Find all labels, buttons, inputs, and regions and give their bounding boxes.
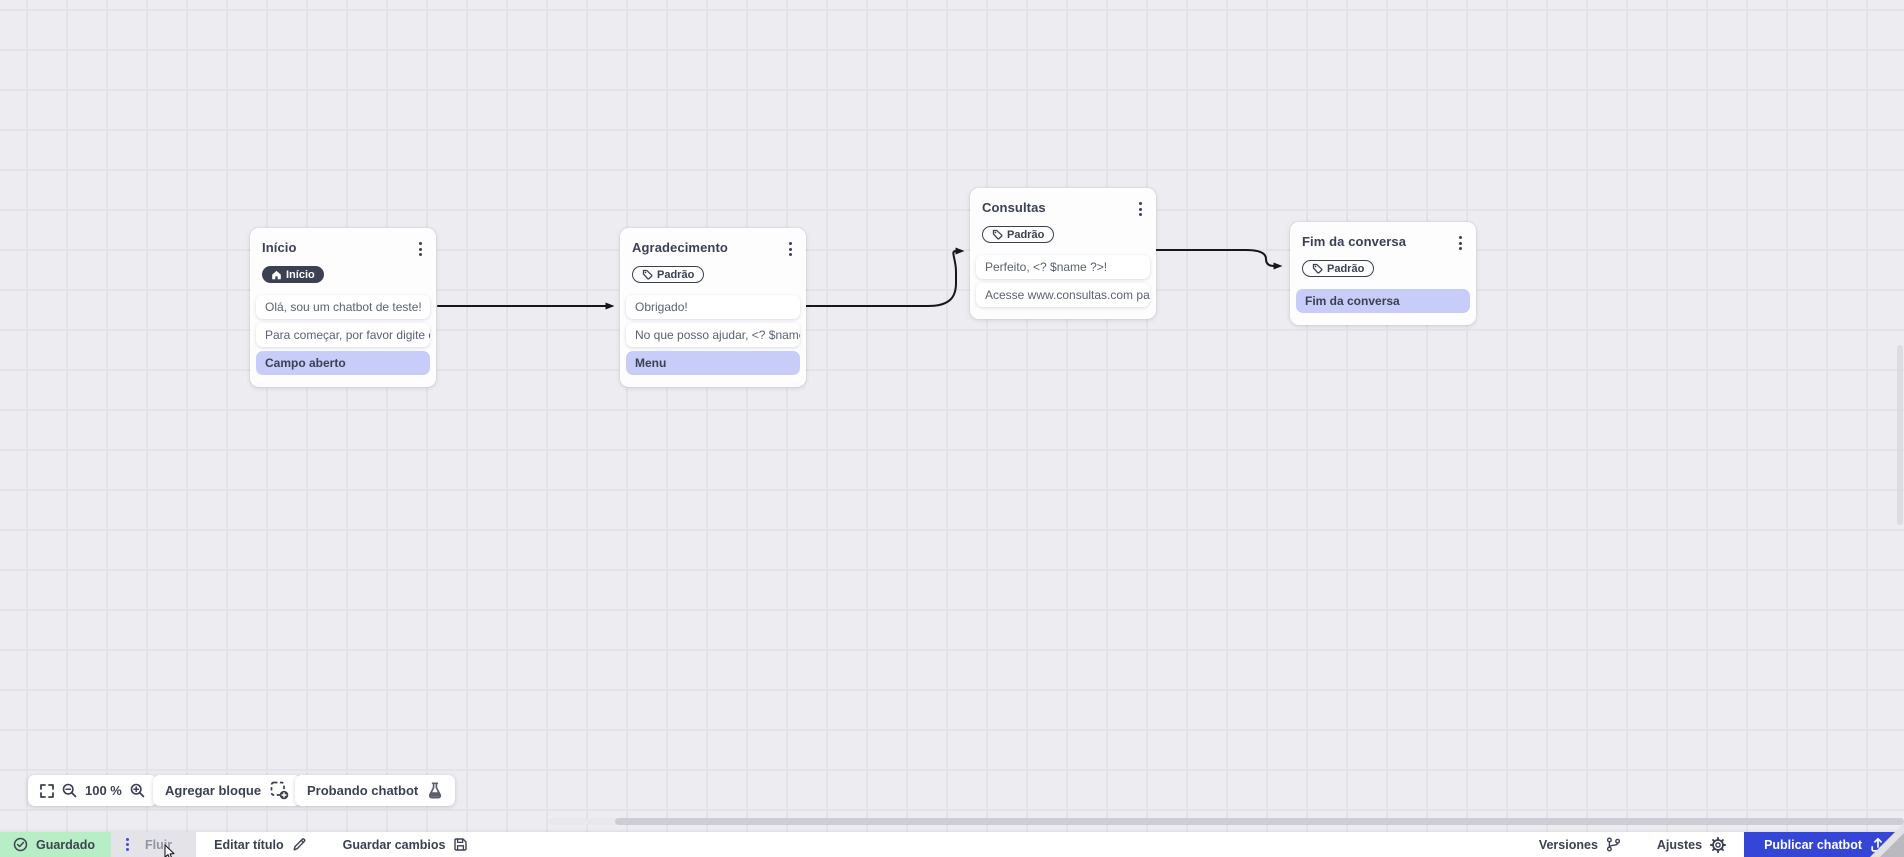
action-item[interactable]: Campo aberto — [256, 350, 430, 375]
status-bar: Guardado Fluir Editar título Guardar cam… — [0, 832, 1904, 857]
add-block-button[interactable]: Agregar bloque — [153, 775, 302, 806]
edit-title-button[interactable]: Editar título — [196, 832, 324, 857]
message-item[interactable]: No que posso ajudar, <? $name ... — [626, 323, 800, 347]
message-item[interactable]: Obrigado! — [626, 295, 800, 319]
zoom-in-icon[interactable] — [130, 783, 145, 798]
node-type-badge: Padrão — [1302, 260, 1375, 277]
versions-button[interactable]: Versiones — [1521, 832, 1639, 857]
tag-icon — [992, 229, 1003, 240]
message-item[interactable]: Olá, sou um chatbot de teste! — [256, 294, 430, 319]
message-item[interactable]: Para começar, por favor digite o ... — [256, 322, 430, 347]
node-type-badge: Início — [262, 266, 324, 283]
tag-icon — [1312, 263, 1323, 274]
node-title: Fim da conversa — [1302, 234, 1407, 249]
node-type-badge: Padrão — [982, 226, 1055, 243]
add-block-icon — [270, 781, 289, 800]
node-agradecimento[interactable]: Agradecimento Padrão Obrigado! No que po… — [620, 228, 806, 387]
screen-corner-fold-dark — [1880, 833, 1904, 857]
horizontal-scrollbar-thumb[interactable] — [615, 818, 1904, 825]
action-item[interactable]: Menu — [626, 351, 800, 375]
check-circle-icon — [13, 837, 28, 852]
test-chatbot-button[interactable]: Probando chatbot — [295, 775, 456, 806]
kebab-menu-icon[interactable] — [416, 240, 425, 258]
node-title: Início — [262, 240, 297, 255]
action-item[interactable]: Fim da conversa — [1296, 289, 1470, 313]
git-branch-icon — [1606, 837, 1621, 852]
pencil-icon — [293, 838, 305, 851]
home-icon — [272, 270, 281, 279]
save-changes-button[interactable]: Guardar cambios — [325, 832, 487, 857]
node-fim-da-conversa[interactable]: Fim da conversa Padrão Fim da conversa — [1290, 222, 1476, 325]
node-type-badge: Padrão — [632, 266, 705, 283]
saved-status-badge: Guardado — [0, 832, 112, 857]
node-title: Consultas — [982, 200, 1046, 215]
node-title: Agradecimento — [632, 240, 728, 255]
message-item[interactable]: Perfeito, <? $name ?>! — [976, 255, 1150, 279]
gear-icon — [1710, 836, 1727, 853]
message-item[interactable]: Acesse www.consultas.com par... — [976, 283, 1150, 307]
kebab-menu-icon[interactable] — [786, 240, 795, 258]
statusbar-spacer — [486, 832, 1520, 857]
settings-button[interactable]: Ajustes — [1639, 832, 1744, 857]
flask-icon — [429, 782, 442, 799]
drag-handle-icon[interactable] — [126, 838, 130, 851]
tab-flow[interactable]: Fluir — [111, 832, 197, 857]
zoom-toolbar: 100 % — [28, 775, 157, 806]
tag-icon — [642, 269, 653, 280]
save-icon — [454, 838, 468, 851]
fullscreen-icon[interactable] — [40, 783, 54, 798]
vertical-scrollbar-thumb[interactable] — [1897, 345, 1903, 525]
node-inicio[interactable]: Início Início Olá, sou um chatbot de tes… — [250, 228, 436, 387]
zoom-level: 100 % — [85, 783, 122, 798]
flow-canvas[interactable] — [0, 0, 1904, 832]
kebab-menu-icon[interactable] — [1136, 200, 1145, 218]
node-consultas[interactable]: Consultas Padrão Perfeito, <? $name ?>! … — [970, 188, 1156, 319]
zoom-out-icon[interactable] — [62, 783, 77, 798]
kebab-menu-icon[interactable] — [1456, 234, 1465, 252]
